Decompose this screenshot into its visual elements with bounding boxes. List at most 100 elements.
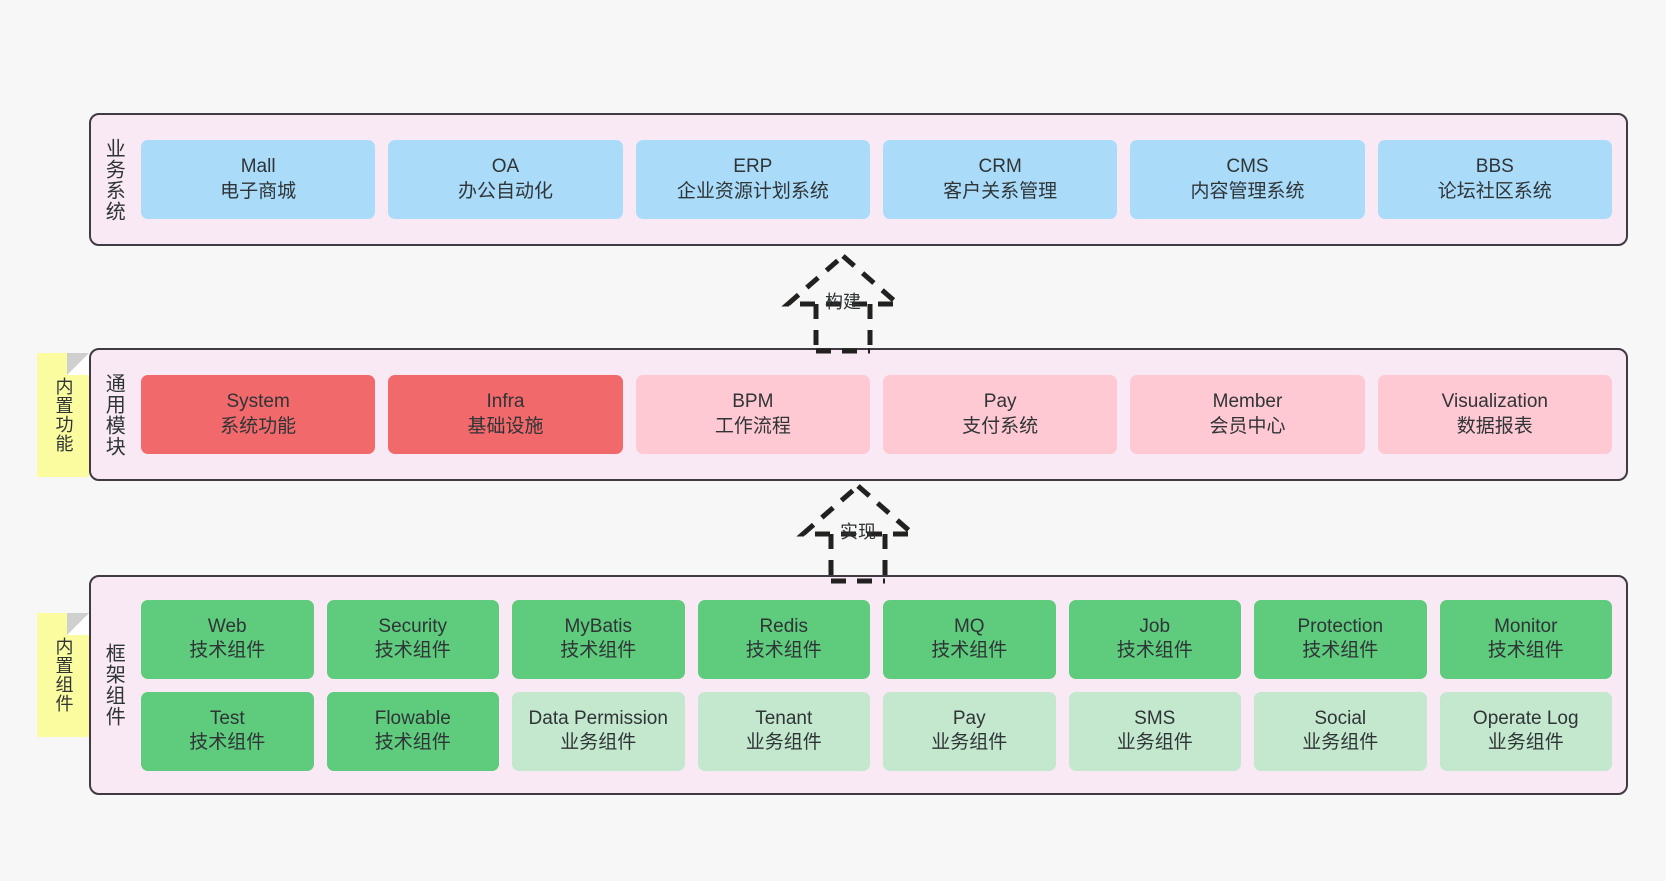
card-title: BBS	[1475, 156, 1514, 178]
card-flowable[interactable]: Flowable 技术组件	[326, 691, 499, 771]
generalization-arrow-icon	[796, 482, 920, 584]
card-title: Web	[207, 615, 247, 637]
card-title: SMS	[1134, 707, 1176, 729]
generalization-arrow-icon	[781, 252, 905, 354]
card-title: Member	[1212, 391, 1283, 413]
card-subtitle: 技术组件	[1487, 640, 1564, 661]
arrow-realize: 实现	[763, 478, 953, 584]
sticky-note-label: 内置组件	[53, 637, 74, 713]
arrow-realize-label: 实现	[840, 522, 876, 542]
card-test[interactable]: Test 技术组件	[141, 691, 314, 771]
card-sms[interactable]: SMS 业务组件	[1068, 691, 1241, 771]
card-web[interactable]: Web 技术组件	[141, 599, 314, 679]
card-subtitle: 技术组件	[1116, 640, 1193, 661]
card-title: Job	[1139, 615, 1171, 637]
note-fold-icon	[67, 613, 89, 635]
card-title: Redis	[759, 615, 809, 637]
card-mq[interactable]: MQ 技术组件	[883, 599, 1056, 679]
card-pay[interactable]: Pay 业务组件	[883, 691, 1056, 771]
card-subtitle: 业务组件	[1116, 732, 1193, 753]
sticky-note-builtin-functions: 内置功能	[37, 353, 89, 477]
card-subtitle: 业务组件	[931, 732, 1008, 753]
card-title: System	[226, 391, 290, 413]
card-title: Test	[209, 707, 245, 729]
card-subtitle: 业务组件	[560, 732, 637, 753]
card-subtitle: 技术组件	[189, 732, 266, 753]
card-data-permission[interactable]: Data Permission 业务组件	[512, 691, 685, 771]
card-title: Data Permission	[528, 707, 668, 729]
card-title: OA	[491, 156, 520, 178]
sticky-note-builtin-components: 内置组件	[37, 613, 89, 737]
card-title: CRM	[978, 156, 1022, 178]
card-tenant[interactable]: Tenant 业务组件	[697, 691, 870, 771]
card-monitor[interactable]: Monitor 技术组件	[1439, 599, 1612, 679]
card-title: Security	[378, 615, 448, 637]
card-subtitle: 技术组件	[374, 732, 451, 753]
card-subtitle: 技术组件	[931, 640, 1008, 661]
card-subtitle: 技术组件	[745, 640, 822, 661]
card-title: Flowable	[374, 707, 451, 729]
card-title: Operate Log	[1472, 707, 1579, 729]
card-subtitle: 工作流程	[714, 415, 791, 437]
card-subtitle: 技术组件	[1302, 640, 1379, 661]
card-subtitle: 系统功能	[220, 415, 297, 437]
arrow-build: 构建	[748, 248, 938, 354]
note-fold-icon	[67, 353, 89, 375]
card-subtitle: 技术组件	[560, 640, 637, 661]
card-title: MQ	[953, 615, 985, 637]
card-subtitle: 基础设施	[467, 415, 544, 437]
card-subtitle: 论坛社区系统	[1437, 180, 1552, 202]
card-title: Pay	[952, 707, 986, 729]
card-subtitle: 业务组件	[745, 732, 822, 753]
card-title: Pay	[983, 391, 1017, 413]
arrow-build-label: 构建	[825, 292, 861, 312]
card-subtitle: 客户关系管理	[943, 180, 1058, 202]
card-title: CMS	[1226, 156, 1269, 178]
card-subtitle: 电子商城	[220, 180, 297, 202]
sticky-note-label: 内置功能	[53, 377, 74, 453]
card-title: Visualization	[1441, 391, 1548, 413]
card-subtitle: 数据报表	[1456, 415, 1533, 437]
card-title: ERP	[733, 156, 773, 178]
panel-label-common-modules: 通用模块	[102, 372, 125, 457]
card-subtitle: 会员中心	[1209, 415, 1286, 437]
card-title: MyBatis	[564, 615, 633, 637]
card-job[interactable]: Job 技术组件	[1068, 599, 1241, 679]
card-subtitle: 业务组件	[1302, 732, 1379, 753]
card-redis[interactable]: Redis 技术组件	[697, 599, 870, 679]
card-subtitle: 内容管理系统	[1190, 180, 1305, 202]
card-subtitle: 企业资源计划系统	[676, 180, 829, 202]
card-title: Infra	[486, 391, 525, 413]
panel-label-framework-components: 框架组件	[102, 643, 125, 727]
panel-label-business-systems: 业务系统	[102, 137, 125, 222]
card-subtitle: 技术组件	[189, 640, 266, 661]
card-title: Tenant	[755, 707, 813, 729]
card-title: Monitor	[1494, 615, 1558, 637]
card-mybatis[interactable]: MyBatis 技术组件	[512, 599, 685, 679]
